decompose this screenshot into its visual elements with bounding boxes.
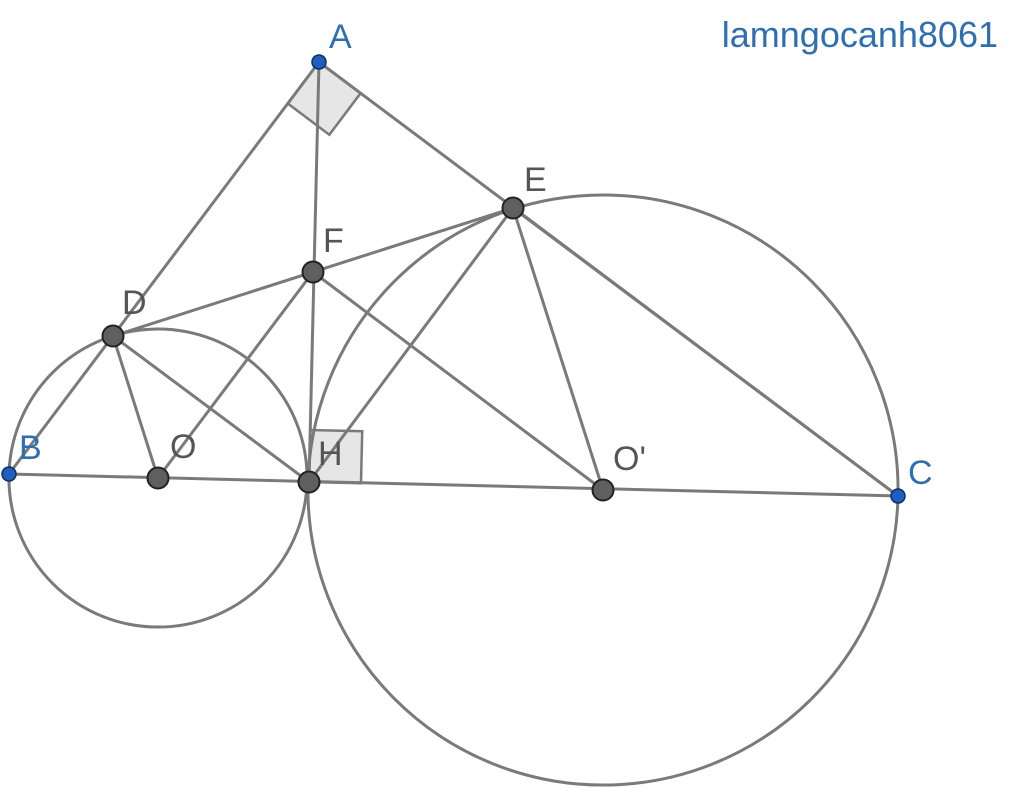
segment-B-C bbox=[7, 472, 900, 498]
label-E: E bbox=[524, 161, 547, 199]
label-O: O bbox=[170, 428, 196, 466]
label-C: C bbox=[908, 454, 933, 492]
segment-D-O bbox=[111, 334, 160, 480]
segment-E-C bbox=[511, 206, 900, 498]
watermark-text: lamngocanh8061 bbox=[722, 14, 998, 55]
segment-E-O2 bbox=[511, 206, 605, 492]
segment-A-B bbox=[7, 60, 321, 476]
label-F: F bbox=[323, 222, 344, 260]
label-O2: O' bbox=[613, 440, 646, 478]
segment-F-O bbox=[156, 270, 315, 480]
point-A[interactable] bbox=[311, 54, 327, 70]
point-O2[interactable] bbox=[591, 478, 615, 502]
right-angle-mark-A bbox=[285, 60, 363, 137]
point-O[interactable] bbox=[146, 466, 170, 490]
point-E[interactable] bbox=[501, 196, 525, 220]
label-A: A bbox=[329, 18, 352, 56]
point-D[interactable] bbox=[101, 324, 125, 348]
point-H[interactable] bbox=[297, 470, 321, 494]
label-H: H bbox=[318, 435, 343, 473]
label-B: B bbox=[19, 429, 42, 467]
point-F[interactable] bbox=[301, 260, 325, 284]
label-D: D bbox=[122, 284, 147, 322]
segment-F-O2 bbox=[311, 270, 605, 492]
point-B[interactable] bbox=[1, 466, 17, 482]
point-C[interactable] bbox=[890, 488, 906, 504]
